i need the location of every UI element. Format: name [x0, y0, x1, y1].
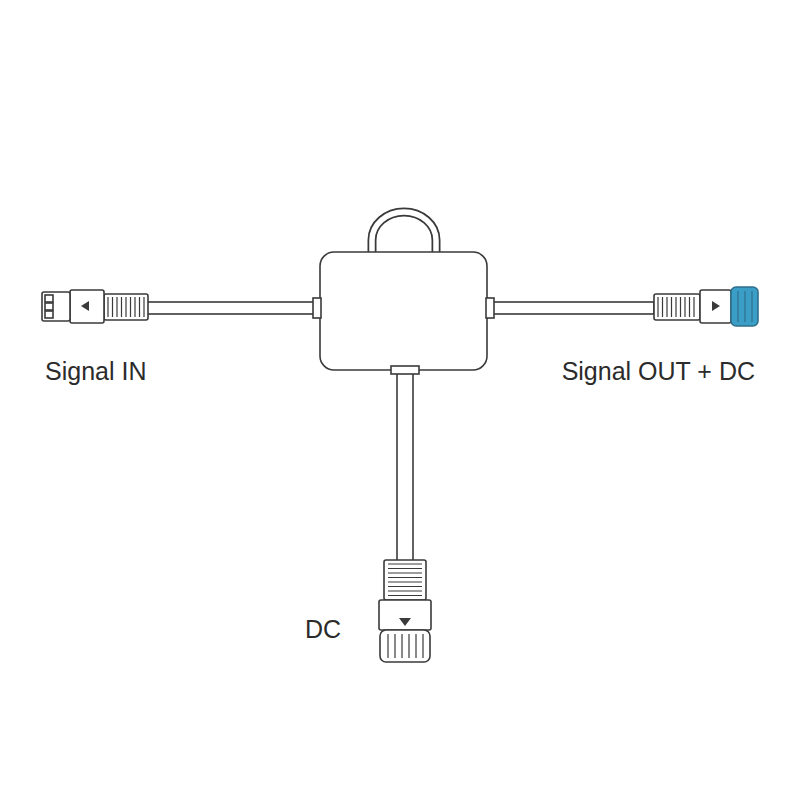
input-connector: [42, 290, 148, 323]
rib: [671, 297, 672, 317]
cable-gland: [391, 366, 419, 374]
coupling-nut: [380, 630, 430, 662]
junction-box: [320, 252, 487, 370]
coupling-nut: [731, 287, 758, 326]
rib: [388, 590, 422, 591]
rib: [388, 577, 422, 578]
rib: [388, 563, 422, 564]
cable-gland: [486, 298, 494, 318]
rib: [422, 634, 423, 658]
rib: [689, 297, 690, 317]
rib: [143, 297, 144, 317]
rib: [684, 297, 685, 317]
port-label: DC: [305, 614, 341, 644]
cable: [397, 370, 413, 562]
rib: [388, 572, 422, 573]
rib: [387, 634, 388, 658]
hanging-loop: [372, 212, 436, 256]
rib: [388, 568, 422, 569]
rib: [388, 586, 422, 587]
rib: [388, 581, 422, 582]
output-connector: [654, 287, 758, 326]
rib: [401, 634, 402, 658]
rib: [675, 297, 676, 317]
rib: [657, 297, 658, 317]
rib: [680, 297, 681, 317]
cable: [487, 302, 654, 314]
rib: [139, 297, 140, 317]
rib: [666, 297, 667, 317]
rib: [662, 297, 663, 317]
rib: [737, 291, 738, 322]
rib: [116, 297, 117, 317]
port-label: Signal IN: [45, 356, 146, 386]
cable: [146, 302, 320, 314]
rib: [751, 291, 752, 322]
rib: [388, 595, 422, 596]
rib: [121, 297, 122, 317]
rib: [112, 297, 113, 317]
rib: [408, 634, 409, 658]
rib: [130, 297, 131, 317]
rib: [134, 297, 135, 317]
cable-gland: [313, 298, 321, 318]
rib: [415, 634, 416, 658]
rib: [107, 297, 108, 317]
port-label: Signal OUT + DC: [562, 356, 755, 386]
rib: [125, 297, 126, 317]
dc-connector: [379, 560, 431, 662]
rib: [394, 634, 395, 658]
rib: [744, 291, 745, 322]
rib: [693, 297, 694, 317]
